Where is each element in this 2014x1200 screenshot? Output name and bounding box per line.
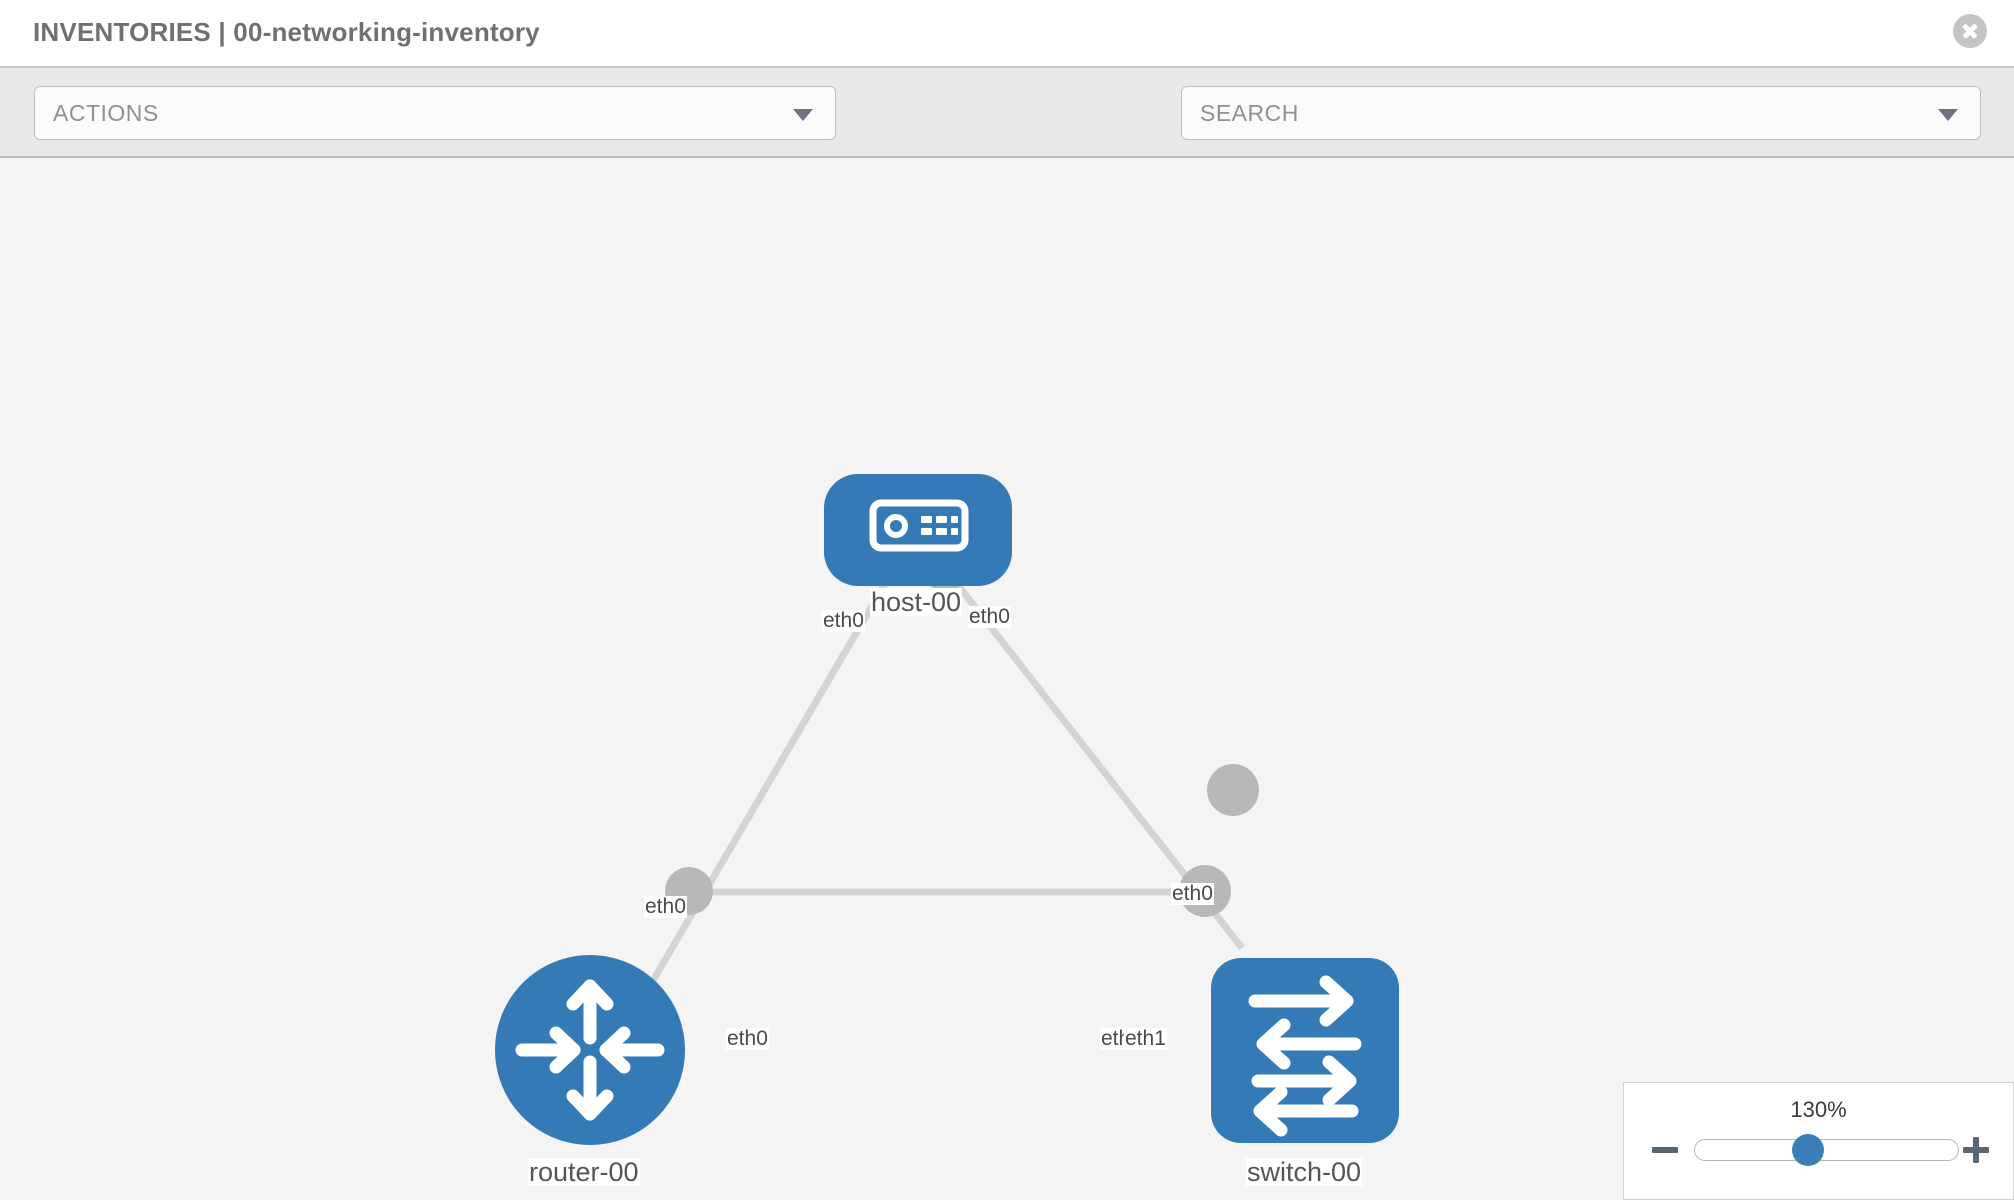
node-label-switch-00: switch-00	[1246, 1157, 1363, 1187]
actions-dropdown[interactable]: ACTIONS	[34, 86, 836, 140]
chevron-down-icon[interactable]	[1938, 109, 1958, 121]
node-host-00	[824, 474, 1012, 586]
topology-links	[626, 567, 1245, 1022]
iface-label-switch-left: eth1	[1124, 1027, 1167, 1051]
search-input[interactable]: SEARCH	[1181, 86, 1981, 140]
node-switch-00	[1211, 958, 1399, 1143]
zoom-slider-track[interactable]	[1694, 1139, 1959, 1161]
plus-icon[interactable]	[1961, 1135, 1991, 1165]
zoom-level-value: 130%	[1790, 1097, 1847, 1122]
toolbar: ACTIONS SEARCH	[0, 68, 2014, 199]
page-title: INVENTORIES | 00-networking-inventory	[33, 17, 540, 47]
iface-label-router-up: eth0	[644, 895, 687, 919]
node-label-host-00: host-00	[870, 587, 963, 617]
minus-icon[interactable]	[1650, 1135, 1680, 1165]
actions-dropdown-label: ACTIONS	[53, 100, 159, 126]
node-router-00	[495, 955, 685, 1145]
link-host-router	[626, 568, 897, 1022]
connector-switch-up	[1207, 764, 1259, 816]
chevron-down-icon	[793, 109, 813, 121]
iface-label-router-right: eth0	[726, 1027, 769, 1051]
close-icon[interactable]	[1953, 14, 1987, 48]
topology-canvas[interactable]: host-00 router-00 switch-00 eth0 eth0 et…	[0, 158, 2014, 1200]
iface-label-host-right: eth0	[968, 605, 1011, 629]
node-label-router-00: router-00	[528, 1157, 640, 1187]
page-header: INVENTORIES | 00-networking-inventory	[0, 0, 2014, 68]
zoom-slider-thumb[interactable]	[1792, 1134, 1824, 1166]
topology-graph	[495, 474, 1399, 1145]
iface-label-switch-up: eth0	[1171, 882, 1214, 906]
iface-label-host-left: eth0	[822, 609, 865, 633]
zoom-control-panel: 130%	[1623, 1082, 2014, 1200]
search-placeholder: SEARCH	[1200, 100, 1299, 126]
